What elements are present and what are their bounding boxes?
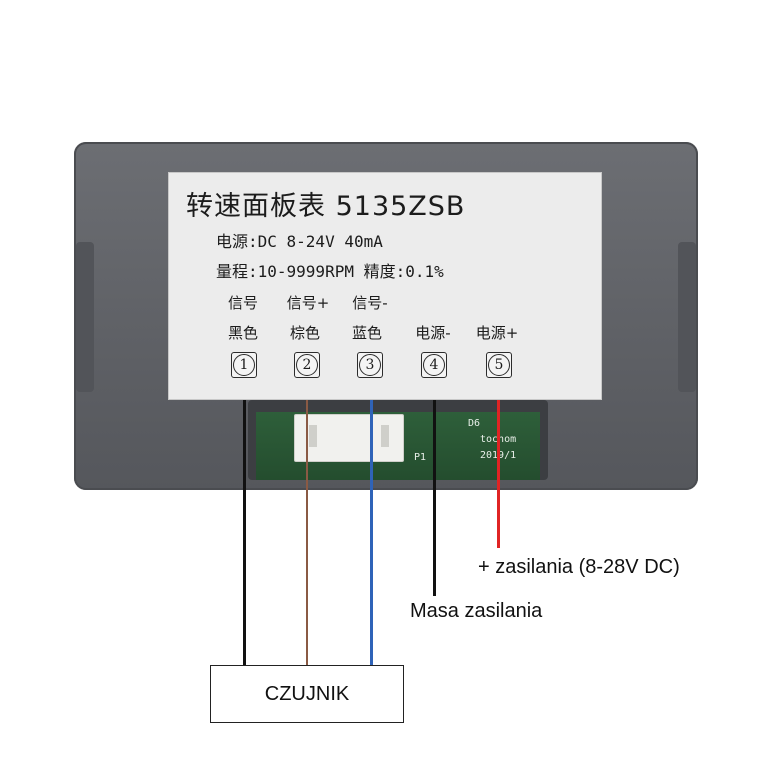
terminal-4: 4 [421, 352, 447, 378]
wire-black-signal [243, 380, 246, 668]
pin1-top-label: 信号 [227, 294, 258, 312]
terminal-3: 3 [357, 352, 383, 378]
terminal-3-number: 3 [359, 354, 381, 376]
sensor-box: CZUJNIK [210, 665, 404, 723]
wire-black-ground [433, 380, 436, 596]
terminal-2: 2 [294, 352, 320, 378]
housing-clip-left [76, 242, 94, 392]
pin4-bottom-label: 电源- [415, 324, 451, 342]
pin2-top-label: 信号+ [286, 294, 330, 312]
terminal-2-number: 2 [296, 354, 318, 376]
terminal-1: 1 [231, 352, 257, 378]
pin5-bottom-label: 电源+ [475, 324, 519, 342]
terminal-5-number: 5 [488, 354, 510, 376]
terminal-5: 5 [486, 352, 512, 378]
pin3-bottom-label: 蓝色 [351, 324, 382, 342]
connector-slot [381, 425, 389, 447]
pin1-bottom-label: 黑色 [227, 324, 258, 342]
wire-brown-signal-plus [306, 380, 308, 668]
power-spec: 电源:DC 8-24V 40mA [216, 232, 383, 251]
pin3-top-label: 信号- [352, 294, 388, 312]
housing-clip-right [678, 242, 696, 392]
range-spec: 量程:10-9999RPM 精度:0.1% [216, 262, 444, 281]
ground-annotation: Masa zasilania [410, 600, 543, 622]
sensor-label: CZUJNIK [264, 682, 350, 705]
terminal-4-number: 4 [423, 354, 445, 376]
wire-red-power-plus [497, 380, 500, 548]
terminal-1-number: 1 [233, 354, 255, 376]
pin2-bottom-label: 棕色 [289, 324, 320, 342]
power-plus-annotation: + zasilania (8-28V DC) [478, 556, 680, 578]
pcb-connector [294, 414, 404, 462]
pcb-text-line1: D6 [468, 418, 481, 429]
label-title: 转速面板表 5135ZSB [186, 191, 466, 222]
wire-blue-signal-minus [370, 380, 373, 668]
pcb-marker: P1 [414, 452, 427, 463]
connector-slot [309, 425, 317, 447]
